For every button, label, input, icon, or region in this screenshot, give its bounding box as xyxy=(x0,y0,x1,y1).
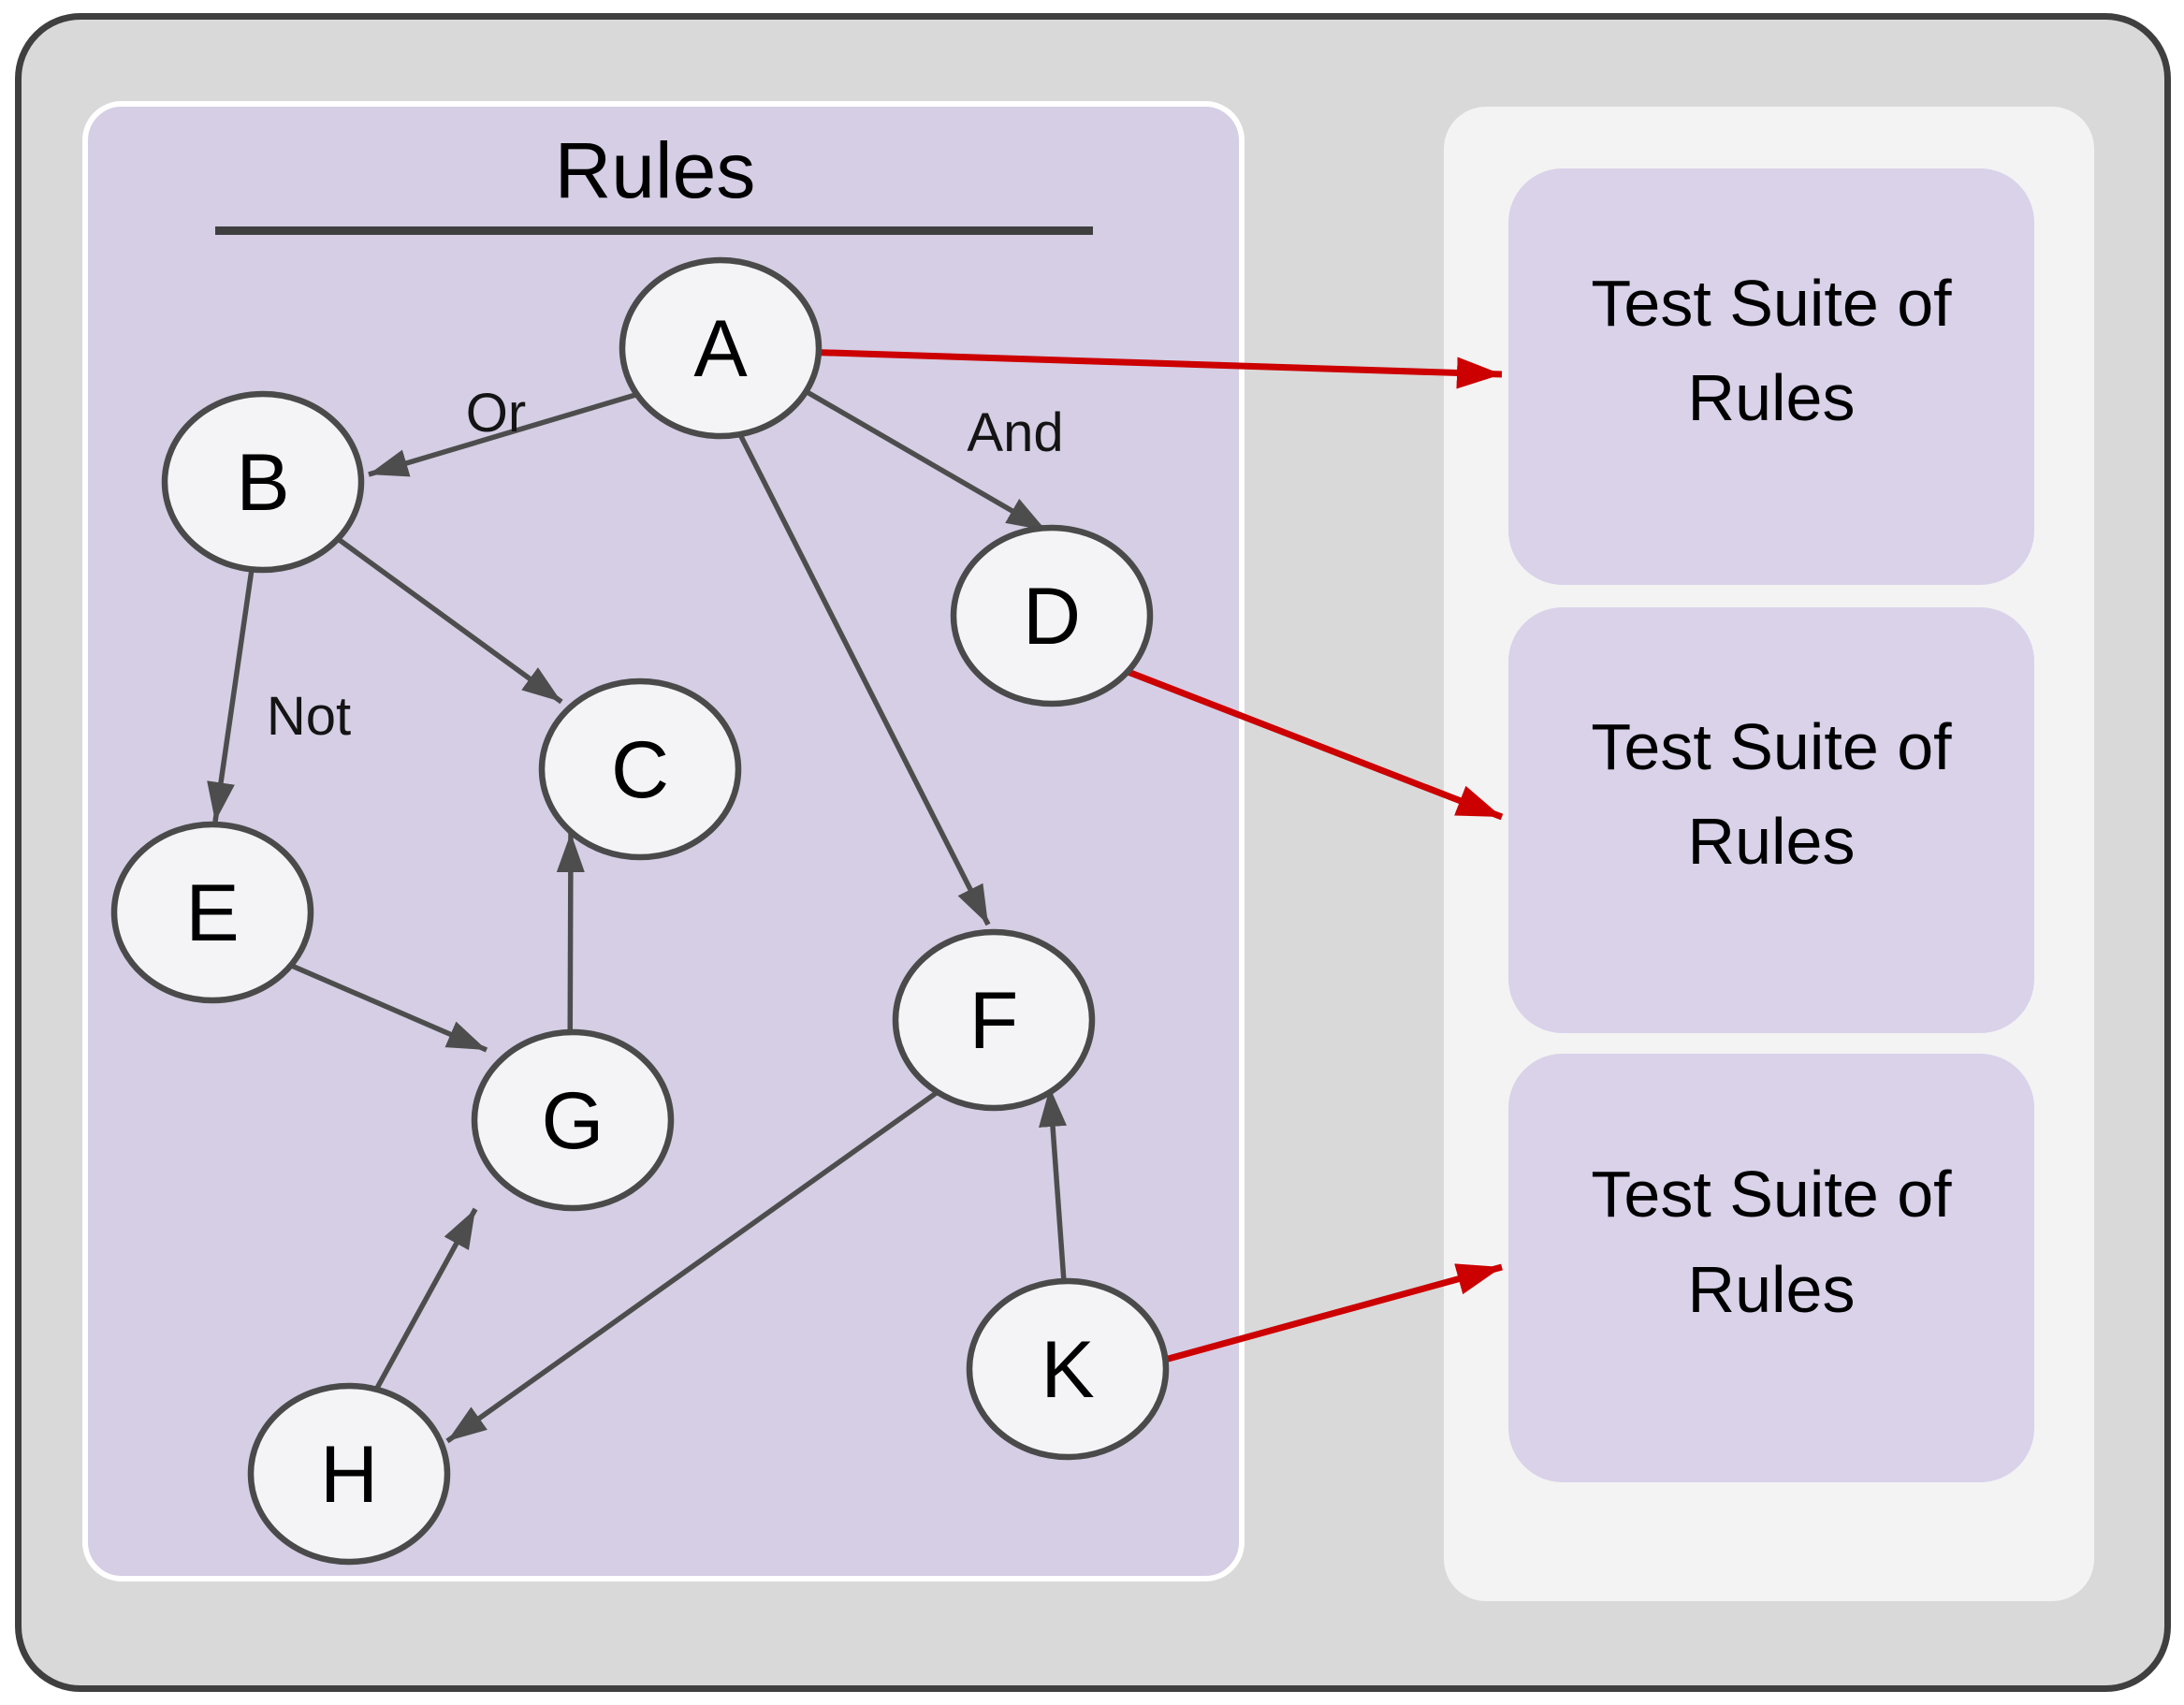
node-G: G xyxy=(471,1028,675,1212)
node-A: A xyxy=(619,256,823,440)
rules-title: Rules xyxy=(554,126,756,214)
edge-B-E xyxy=(207,540,259,823)
suite-links-layer xyxy=(790,348,1504,1369)
edge-label-or: Or xyxy=(466,383,526,444)
node-H: H xyxy=(247,1382,451,1566)
edge-A-D xyxy=(779,374,1048,533)
node-A-label: A xyxy=(693,304,748,394)
node-K-circle xyxy=(966,1277,1170,1461)
node-H-label: H xyxy=(320,1430,378,1520)
node-G-label: G xyxy=(542,1076,604,1166)
test-suite-box-1: Test Suite of Rules xyxy=(1508,168,2034,585)
edges-layer xyxy=(207,374,1069,1444)
node-C-circle xyxy=(538,678,742,861)
node-E-circle xyxy=(110,821,314,1004)
edge-label-and: And xyxy=(967,402,1063,463)
suite-link-K-box3 xyxy=(1143,1263,1503,1369)
nodes-layer: A B D C E F G K H xyxy=(110,256,1170,1566)
node-K-label: K xyxy=(1041,1325,1094,1415)
edge-E-G xyxy=(266,953,488,1053)
node-F-circle xyxy=(892,928,1096,1112)
node-D: D xyxy=(950,524,1154,707)
edge-B-C xyxy=(314,520,563,705)
node-G-circle xyxy=(471,1028,675,1212)
node-D-label: D xyxy=(1023,572,1081,662)
test-suite-box-2: Test Suite of Rules xyxy=(1508,607,2034,1033)
suite-link-D-box2 xyxy=(1100,658,1504,821)
edge-F-H xyxy=(445,1071,965,1444)
node-B-circle xyxy=(161,390,365,574)
edge-label-not: Not xyxy=(267,686,351,747)
edge-G-C xyxy=(556,832,585,1056)
node-F-label: F xyxy=(969,976,1019,1066)
test-suite-box-3: Test Suite of Rules xyxy=(1508,1054,2034,1482)
edge-A-B xyxy=(368,383,668,477)
node-D-circle xyxy=(950,524,1154,707)
node-F: F xyxy=(892,928,1096,1112)
edge-K-F xyxy=(1039,1086,1069,1307)
test-suite-box-label: Test Suite of Rules xyxy=(1591,1158,1952,1326)
node-B: B xyxy=(161,390,365,574)
test-suite-box-label: Test Suite of Rules xyxy=(1591,709,1952,879)
node-C-label: C xyxy=(611,725,669,815)
node-B-label: B xyxy=(236,438,289,528)
node-C: C xyxy=(538,678,742,861)
node-K: K xyxy=(966,1277,1170,1461)
node-E-label: E xyxy=(185,868,239,958)
edge-H-G xyxy=(363,1207,478,1410)
node-A-circle xyxy=(619,256,823,440)
node-E: E xyxy=(110,821,314,1004)
node-H-circle xyxy=(247,1382,451,1566)
rules-title-underline xyxy=(215,226,1093,235)
edge-A-F xyxy=(725,408,991,926)
test-suite-box-label: Test Suite of Rules xyxy=(1591,266,1952,435)
suite-link-A-box1 xyxy=(790,348,1503,389)
